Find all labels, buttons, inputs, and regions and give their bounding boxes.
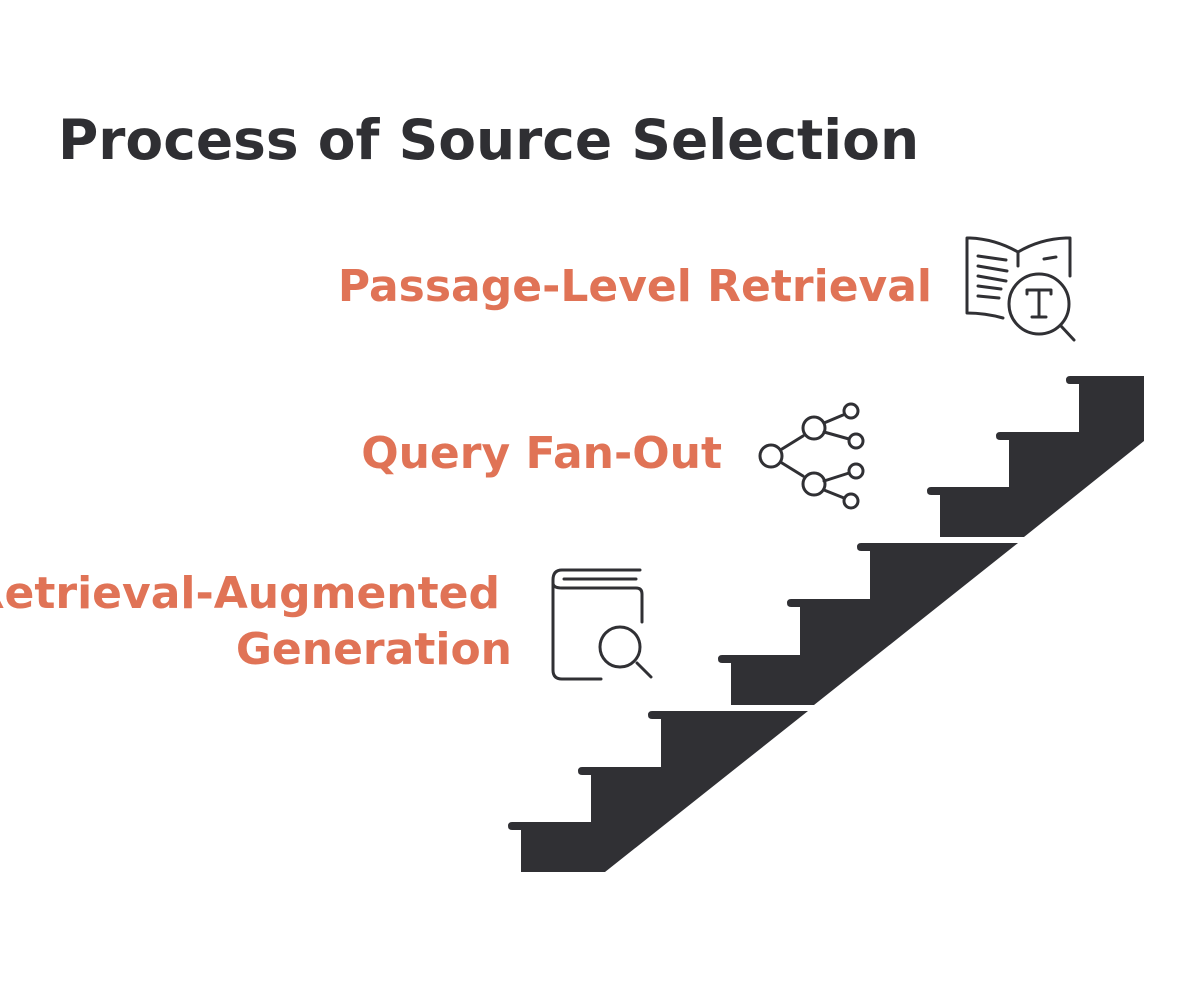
diagram-title: Process of Source Selection xyxy=(58,108,920,172)
staircase xyxy=(508,376,1144,872)
step-label-line-2: Generation xyxy=(235,624,512,675)
step-label-retrieval-augmented-generation: Retrieval-Augmented Generation xyxy=(0,566,512,678)
staircase-flight-middle xyxy=(718,543,1018,705)
branching-nodes-icon xyxy=(758,402,865,510)
step-label-passage-level-retrieval: Passage-Level Retrieval xyxy=(337,261,932,312)
staircase-flight-bottom xyxy=(508,711,808,872)
step-label-query-fan-out: Query Fan-Out xyxy=(361,428,722,479)
book-search-text-icon xyxy=(965,236,1076,342)
step-label-line-1: Retrieval-Augmented xyxy=(0,568,500,619)
book-magnifier-icon xyxy=(551,568,653,681)
staircase-flight-top xyxy=(927,376,1144,537)
